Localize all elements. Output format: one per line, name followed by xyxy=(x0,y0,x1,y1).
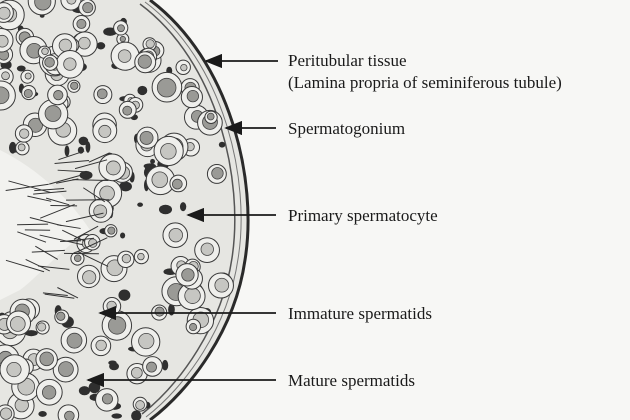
stain-clump xyxy=(137,202,143,206)
stain-clump xyxy=(120,233,125,239)
peritubular-label: Peritubular tissue xyxy=(288,50,407,71)
cell-nucleus xyxy=(58,362,73,377)
cell-nucleus xyxy=(187,90,198,101)
cell-nucleus xyxy=(74,255,81,262)
stain-clump xyxy=(150,159,155,164)
cell-nucleus xyxy=(122,254,131,263)
stain-clump xyxy=(162,360,168,371)
cell-nucleus xyxy=(0,35,8,47)
stain-clump xyxy=(108,360,116,365)
cell-nucleus xyxy=(138,253,145,260)
cell-nucleus xyxy=(38,323,46,331)
cell-nucleus xyxy=(24,89,32,97)
cell-nucleus xyxy=(99,125,111,137)
cell-nucleus xyxy=(152,172,168,188)
cell-nucleus xyxy=(201,243,213,255)
spermatogonium-label: Spermatogonium xyxy=(288,118,405,139)
cell-nucleus xyxy=(40,352,54,366)
cell-nucleus xyxy=(54,90,63,99)
tubule-section xyxy=(0,0,248,420)
cell-nucleus xyxy=(169,228,183,242)
cell-nucleus xyxy=(64,411,74,420)
cell-nucleus xyxy=(71,82,78,89)
cell-nucleus xyxy=(146,362,156,372)
cell-nucleus xyxy=(123,106,132,115)
spermatid-tail xyxy=(17,224,48,225)
cell-nucleus xyxy=(146,40,154,48)
cell-nucleus xyxy=(0,408,11,419)
cell-nucleus xyxy=(108,317,125,334)
cell-nucleus xyxy=(215,278,229,292)
stain-clump xyxy=(79,386,90,395)
cell-nucleus xyxy=(94,205,107,218)
cell-nucleus xyxy=(140,131,153,144)
cell-nucleus xyxy=(64,58,76,70)
stain-clump xyxy=(219,142,225,148)
cell-nucleus xyxy=(67,333,82,348)
lamina-propria-label: (Lamina propria of seminiferous tubule) xyxy=(288,72,562,93)
cell-nucleus xyxy=(78,37,90,49)
cell-nucleus xyxy=(59,39,72,52)
cell-nucleus xyxy=(18,144,25,151)
cell-nucleus xyxy=(25,73,31,79)
stain-clump xyxy=(79,137,89,146)
primary-spermatocyte-label: Primary spermatocyte xyxy=(288,205,438,226)
cell-nucleus xyxy=(172,179,182,189)
stain-clump xyxy=(118,290,130,301)
stain-clump xyxy=(159,205,172,214)
cell-nucleus xyxy=(189,323,196,330)
stain-clump xyxy=(180,202,186,211)
stain-clump xyxy=(89,382,101,393)
cell-nucleus xyxy=(7,362,21,376)
cell-nucleus xyxy=(42,48,49,55)
cell-nucleus xyxy=(155,307,164,316)
cell-nucleus xyxy=(102,394,112,404)
stain-clump xyxy=(65,145,70,156)
cell-nucleus xyxy=(139,333,154,348)
cell-nucleus xyxy=(83,271,96,284)
cell-nucleus xyxy=(45,57,55,67)
cell-nucleus xyxy=(157,78,176,97)
cell-nucleus xyxy=(57,312,65,320)
cell-nucleus xyxy=(83,3,93,13)
cell-nucleus xyxy=(185,288,201,304)
cell-nucleus xyxy=(207,113,214,120)
stain-clump xyxy=(137,86,147,95)
cell-nucleus xyxy=(107,301,117,311)
cell-nucleus xyxy=(45,106,61,122)
cell-nucleus xyxy=(108,227,115,234)
cell-nucleus xyxy=(106,161,120,175)
cell-nucleus xyxy=(10,317,25,332)
cell-nucleus xyxy=(118,25,125,32)
cell-nucleus xyxy=(97,89,107,99)
cell-nucleus xyxy=(136,401,145,410)
cell-nucleus xyxy=(0,7,10,19)
cell-nucleus xyxy=(96,340,107,351)
cell-nucleus xyxy=(120,36,125,41)
cell-nucleus xyxy=(2,72,10,80)
stain-clump xyxy=(38,411,46,417)
cell-nucleus xyxy=(19,129,28,138)
stain-clump xyxy=(111,413,122,418)
cell-nucleus xyxy=(181,64,187,70)
cell-nucleus xyxy=(212,168,224,180)
cell-nucleus xyxy=(77,19,86,28)
cell-nucleus xyxy=(138,55,151,68)
cell-nucleus xyxy=(161,144,177,160)
mature-spermatids-label: Mature spermatids xyxy=(288,370,415,391)
immature-spermatids-label: Immature spermatids xyxy=(288,303,432,324)
cell-nucleus xyxy=(131,367,142,378)
cell-nucleus xyxy=(182,269,195,282)
cell-nucleus xyxy=(118,50,131,63)
stain-clump xyxy=(96,42,105,49)
cell-nucleus xyxy=(42,386,55,399)
